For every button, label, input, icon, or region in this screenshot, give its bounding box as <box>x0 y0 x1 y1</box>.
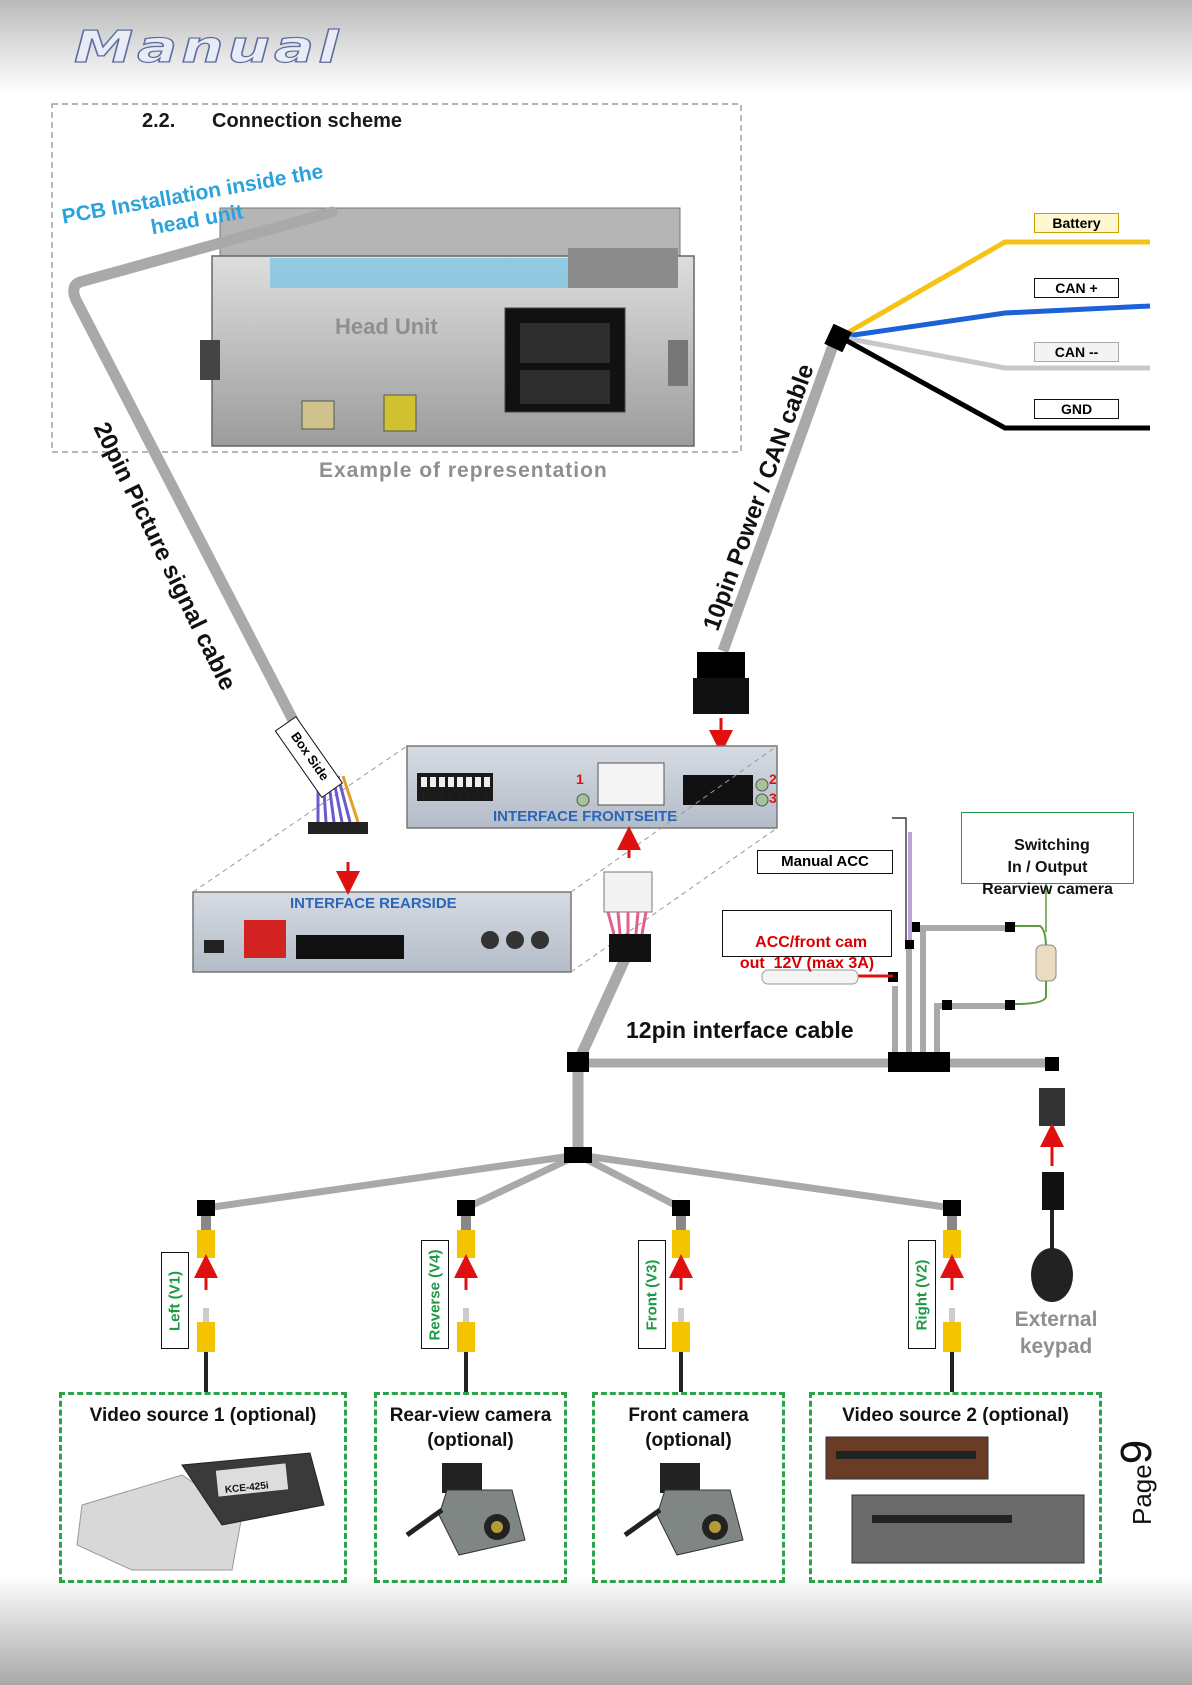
video-source-2-image <box>825 1436 1085 1564</box>
wire-can- <box>839 303 1151 340</box>
rca-connector <box>943 1230 961 1258</box>
rear-camera-image <box>405 1463 526 1556</box>
video-source-2: Video source 2 (optional) <box>809 1392 1102 1583</box>
video-input-reverse: Reverse (V4) <box>421 1240 449 1349</box>
dip-switch <box>430 777 436 787</box>
ribbon-connector <box>308 775 368 834</box>
led-3-label: 3 <box>769 790 777 806</box>
dip-switch <box>484 777 490 787</box>
dip-number: 6 <box>466 791 471 800</box>
interface-cable-label: 12pin interface cable <box>626 1017 854 1043</box>
rca-connector <box>457 1230 475 1258</box>
rca-connector <box>201 1216 211 1230</box>
rear-view-camera: Rear-view camera (optional) <box>374 1392 567 1583</box>
wire-can- <box>839 334 1150 371</box>
section-number: 2.2. <box>142 110 176 132</box>
wire-gnd <box>838 334 1150 431</box>
wire-label-gnd: GND <box>1034 399 1119 419</box>
dip-number: 3 <box>439 791 444 800</box>
interface-cable <box>572 945 636 1153</box>
wire-label-can-minus: CAN -- <box>1034 342 1119 362</box>
page-label: Page <box>1127 1464 1157 1525</box>
manual-logo: Manual <box>73 21 343 73</box>
dip-number: 5 <box>457 791 462 800</box>
dip-number: 4 <box>448 791 453 800</box>
video-input-right: Right (V2) <box>908 1240 936 1349</box>
dip-switch <box>439 777 445 787</box>
rca-connector <box>943 1200 961 1216</box>
interface-rear-title: INTERFACE REARSIDE <box>290 895 457 912</box>
head-unit-image <box>200 207 695 447</box>
power-cable <box>717 338 841 653</box>
switching-label: Switching In / Output Rearview camera <box>961 812 1134 898</box>
rca-connector <box>463 1308 469 1322</box>
led-2-label: 2 <box>769 771 777 787</box>
dip-switch <box>466 777 472 787</box>
rca-connector <box>672 1200 690 1216</box>
device-model-text: KCE-425i <box>224 1480 269 1496</box>
picture-cable <box>68 206 338 732</box>
interface-front-title: INTERFACE FRONTSEITE <box>493 808 678 825</box>
head-unit-label: Head Unit <box>335 314 438 339</box>
rca-connector <box>672 1322 690 1352</box>
rca-connector <box>949 1308 955 1322</box>
rca-connector <box>457 1200 475 1216</box>
video-input-left: Left (V1) <box>161 1252 189 1349</box>
rca-connector <box>461 1216 471 1230</box>
rca-connector <box>457 1322 475 1352</box>
rca-connector <box>203 1308 209 1322</box>
video-source-1: Video source 1 (optional) KCE-425i <box>59 1392 347 1583</box>
external-keypad-label: External keypad <box>1014 1308 1098 1358</box>
rca-connector <box>672 1230 690 1258</box>
rca-connector <box>676 1216 686 1230</box>
page-digit: 9 <box>1112 1439 1161 1465</box>
power-wires <box>838 239 1151 431</box>
rca-connector <box>197 1230 215 1258</box>
front-camera: Front camera (optional) <box>592 1392 785 1583</box>
page-number: Page9 <box>1112 1440 1162 1525</box>
dip-number: 8 <box>484 791 489 800</box>
rca-connector <box>947 1216 957 1230</box>
rca-connector <box>197 1322 215 1352</box>
footer-band <box>0 1575 1192 1685</box>
dip-number: 1 <box>421 791 426 800</box>
dip-switch <box>448 777 454 787</box>
section-title: Connection scheme <box>212 110 403 132</box>
rca-connector <box>197 1200 215 1216</box>
header-band <box>0 0 1192 95</box>
dip-number: 2 <box>430 791 435 800</box>
dip-switch <box>457 777 463 787</box>
example-caption: Example of representation <box>319 459 608 482</box>
dip-switch <box>475 777 481 787</box>
manual-acc-label: Manual ACC <box>757 850 893 874</box>
wire-label-battery: Battery <box>1034 213 1119 233</box>
led-1-label: 1 <box>576 771 584 787</box>
dip-switch <box>421 777 427 787</box>
front-camera-image <box>623 1463 744 1556</box>
wire-label-can-plus: CAN + <box>1034 278 1119 298</box>
rca-connector <box>678 1308 684 1322</box>
video-source-1-image: KCE-425i <box>76 1452 325 1571</box>
wire-battery <box>838 239 1150 340</box>
head-unit-frame <box>51 103 742 453</box>
dip-number: 7 <box>475 791 480 800</box>
rca-connector <box>943 1322 961 1352</box>
acc-out-label: ACC/front cam out 12V (max 3A) <box>722 910 892 972</box>
video-input-front: Front (V3) <box>638 1240 666 1349</box>
